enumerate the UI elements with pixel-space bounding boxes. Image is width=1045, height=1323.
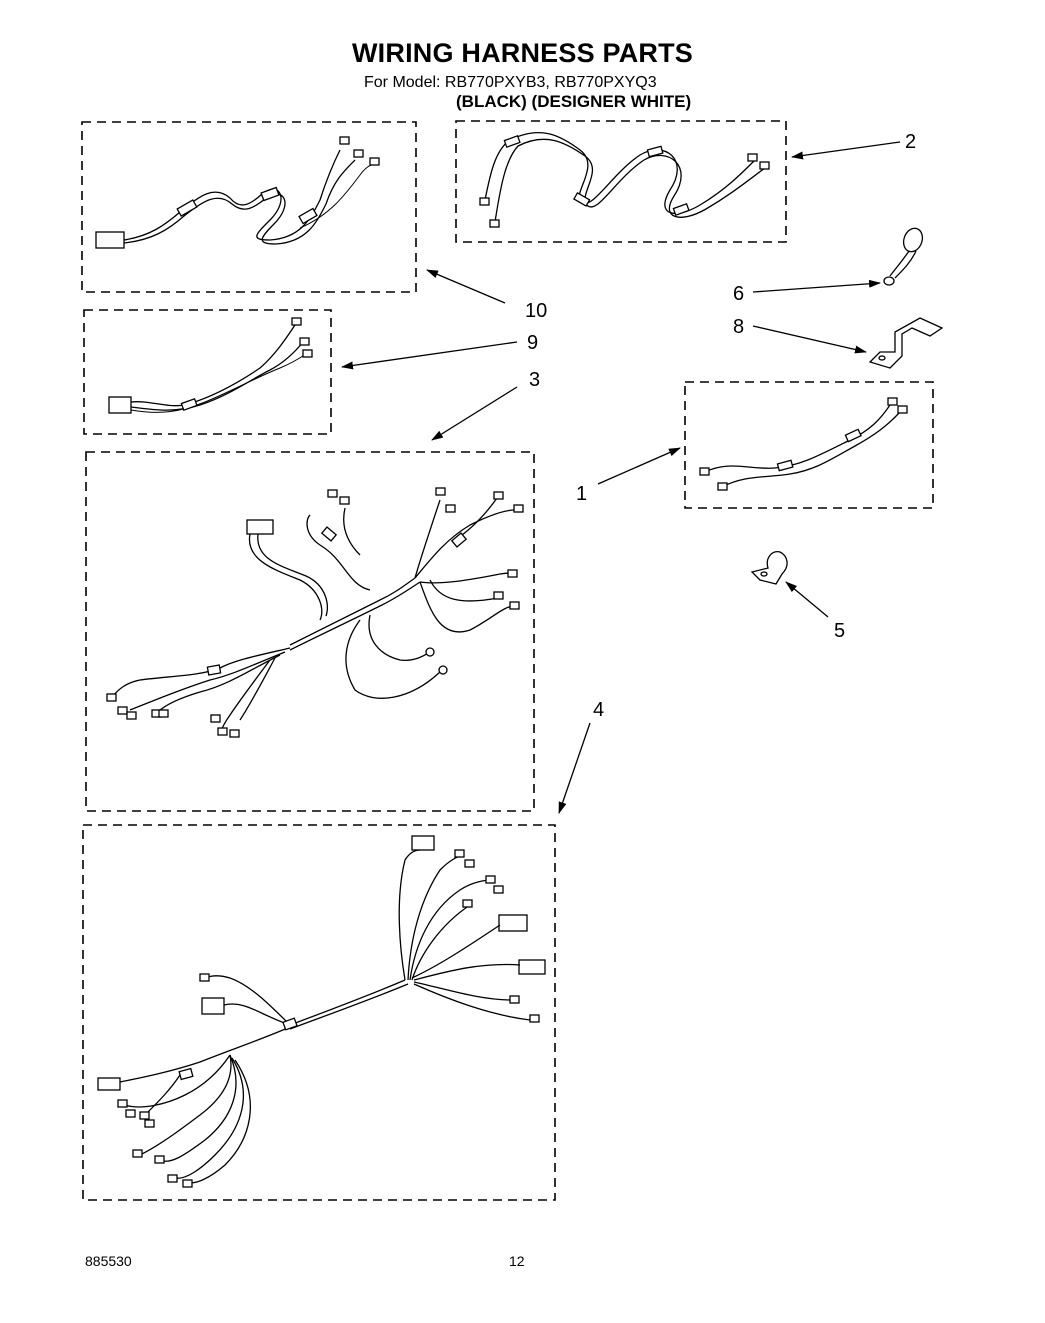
harness-part-10	[81, 121, 417, 293]
callout-4: 4	[593, 699, 604, 721]
harness-part-2	[455, 120, 787, 243]
callout-10: 10	[525, 300, 547, 322]
part-2-box	[455, 120, 787, 243]
color-line: (BLACK) (DESIGNER WHITE)	[456, 92, 692, 111]
leader-4	[558, 722, 591, 814]
leader-1	[597, 447, 681, 485]
part-4-connector-right-b	[518, 959, 546, 975]
part-4-connector-left	[201, 997, 225, 1015]
harness-part-4	[82, 824, 556, 1201]
part-4-connector-right-a	[498, 914, 528, 932]
callout-1: 1	[576, 483, 587, 505]
leader-5	[785, 581, 829, 618]
part-9-connector	[108, 396, 132, 414]
leader-10	[426, 269, 506, 304]
callout-6: 6	[733, 283, 744, 305]
leader-6	[752, 279, 881, 293]
callout-5: 5	[834, 620, 845, 642]
part-5-clamp	[750, 551, 788, 585]
part-10-connector	[95, 231, 125, 249]
leader-2	[791, 141, 901, 160]
callout-9: 9	[527, 332, 538, 354]
page-number: 12	[509, 1253, 525, 1269]
part-4-connector-top	[411, 835, 435, 851]
part-1-box	[684, 381, 934, 509]
leader-9	[341, 341, 518, 370]
part-9-box	[83, 309, 332, 435]
part-8-bracket	[868, 317, 944, 369]
leader-3	[431, 386, 518, 441]
part-6-ring-terminal	[883, 227, 924, 286]
harness-part-1	[684, 381, 934, 509]
part-3-connector	[246, 519, 274, 535]
part-4-connector-bottom-left	[97, 1077, 121, 1091]
part-4-box	[82, 824, 556, 1201]
part-10-box	[81, 121, 417, 293]
harness-part-9	[83, 309, 332, 435]
callout-8: 8	[733, 316, 744, 338]
callout-3: 3	[529, 369, 540, 391]
document-number: 885530	[85, 1253, 132, 1269]
leader-8	[752, 325, 867, 354]
page-title: WIRING HARNESS PARTS	[351, 38, 693, 68]
model-line: For Model: RB770PXYB3, RB770PXYQ3	[364, 74, 657, 91]
callout-2: 2	[905, 131, 916, 153]
harness-part-3	[85, 451, 535, 812]
